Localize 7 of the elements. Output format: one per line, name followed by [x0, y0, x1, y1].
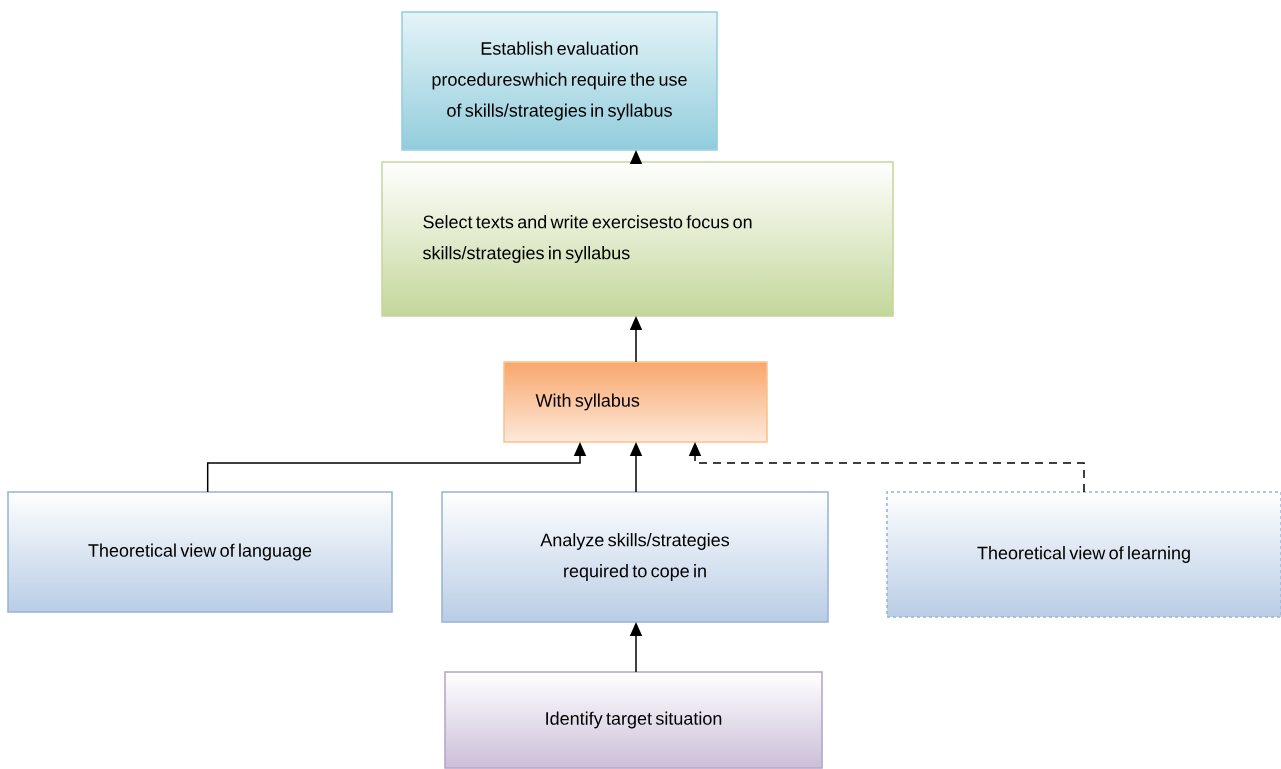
process-box: With syllabus [503, 361, 768, 443]
process-box: Establish evaluation procedureswhich require the use of skills/strategies in syllabus [401, 11, 718, 151]
start-box: Identify target situation [444, 671, 823, 769]
process-box: Analyze skills/strategies required to cope in [441, 491, 829, 623]
input-box: Theoretical view of language [7, 491, 393, 613]
process-box: Select texts and write exercisesto focus on skills/strategies in syllabus [381, 161, 894, 317]
input-box: Theoretical view of learning [886, 491, 1281, 618]
